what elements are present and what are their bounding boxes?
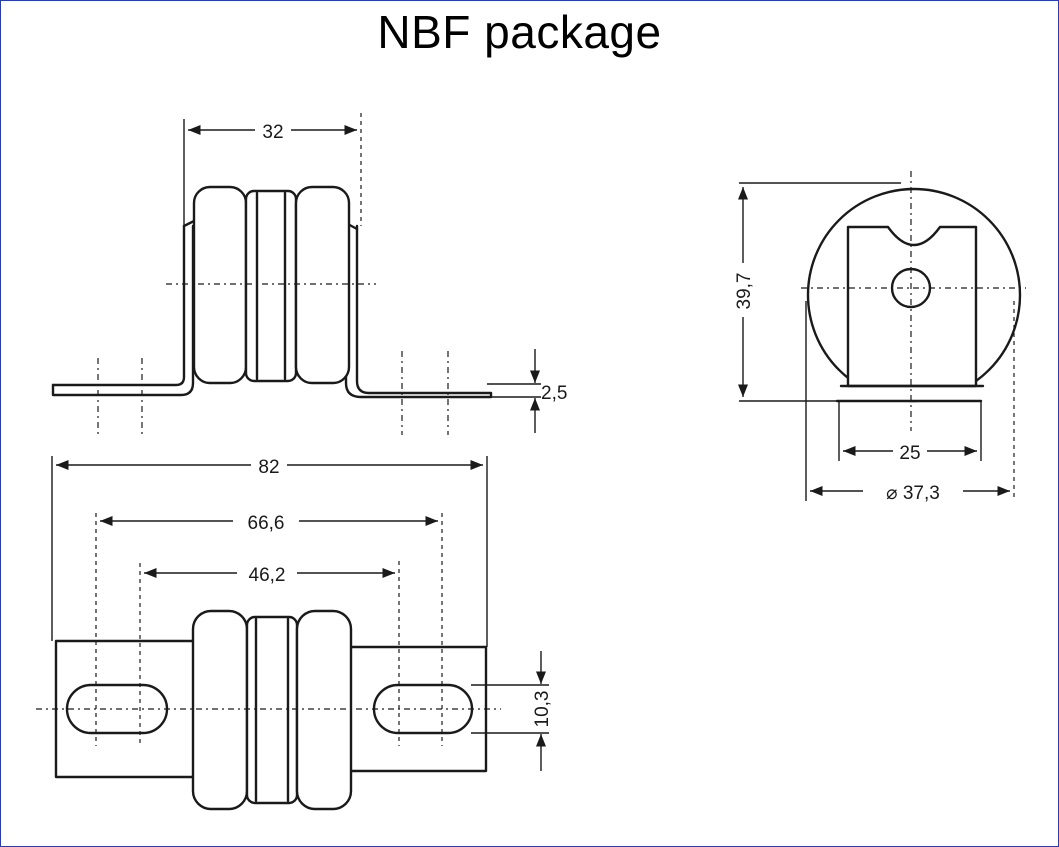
dim-inner-pitch: 46,2 — [249, 565, 286, 586]
end-view: 39,7 25 ⌀ 37,3 — [731, 171, 1026, 504]
dim-diameter: ⌀ 37,3 — [886, 483, 940, 504]
dim-tab-thickness: 2,5 — [541, 383, 567, 404]
dim-slot-pitch: 66,6 — [248, 513, 285, 534]
dim-top-width: 32 — [262, 122, 283, 143]
dim-total-length: 82 — [258, 457, 279, 478]
dim-height: 39,7 — [734, 273, 755, 310]
side-view: 32 2,5 — [51, 113, 567, 435]
dim-slot-width: 10,3 — [532, 691, 553, 728]
page-title: NBF package — [377, 6, 662, 58]
dim-flat-width: 25 — [899, 443, 920, 464]
top-view: 82 66,6 46,2 10,3 — [36, 454, 553, 811]
